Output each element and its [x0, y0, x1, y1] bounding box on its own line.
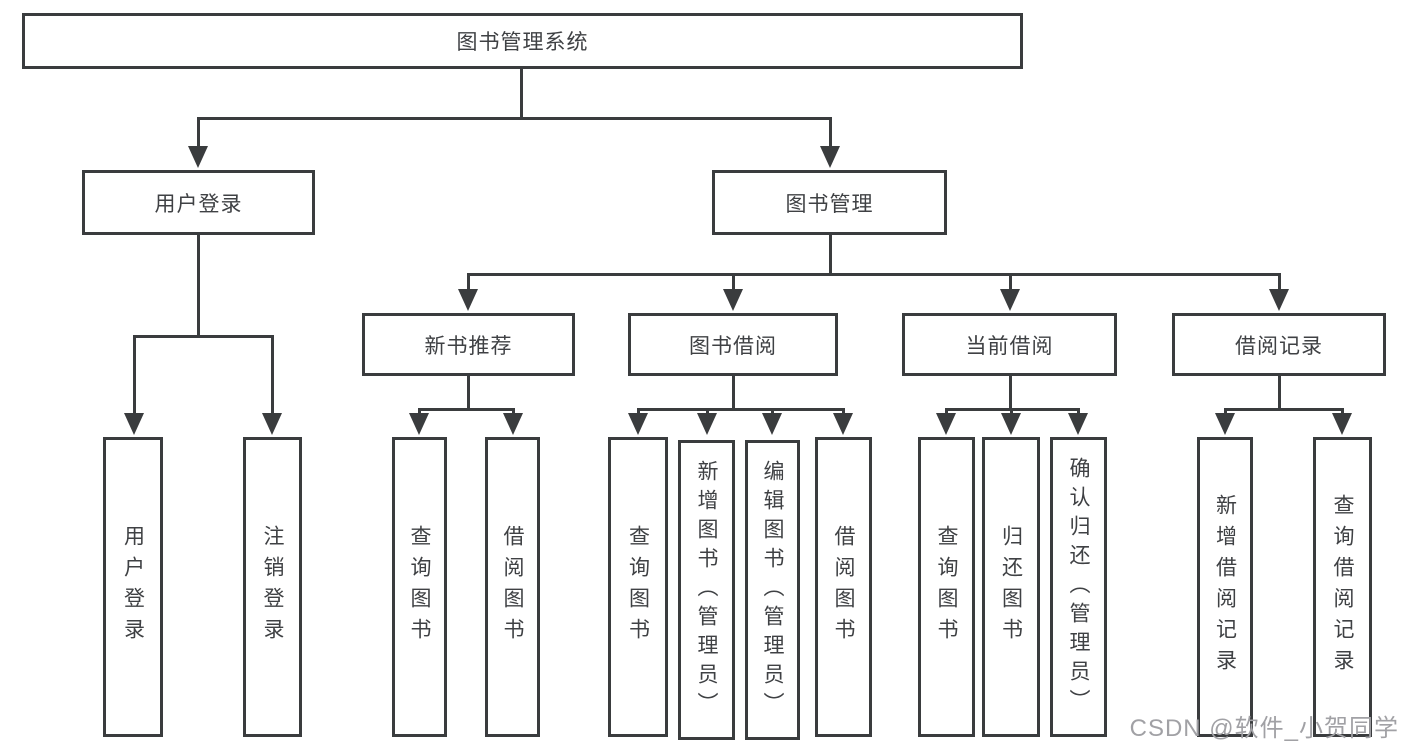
- connector-line: [133, 335, 274, 338]
- arrow-icon: [1269, 289, 1289, 311]
- connector-line: [511, 408, 515, 415]
- arrow-icon: [762, 413, 782, 435]
- connector-line: [1340, 408, 1344, 415]
- connector-line: [417, 408, 421, 415]
- connector-line: [1277, 376, 1281, 411]
- arrow-icon: [188, 146, 208, 168]
- leaf-return-books: 归还图书: [982, 437, 1040, 737]
- leaf-label: 注销登录: [261, 525, 284, 649]
- leaf-label: 确认归还（管理员）: [1067, 456, 1090, 718]
- node-user-login: 用户登录: [82, 170, 315, 235]
- connector-line: [637, 408, 844, 411]
- leaf-add-books-admin: 新增图书（管理员）: [678, 440, 735, 740]
- leaf-label: 借阅图书: [501, 525, 524, 649]
- node-book-management: 图书管理: [712, 170, 947, 235]
- leaf-label: 编辑图书（管理员）: [761, 459, 784, 721]
- watermark: CSDN @软件_小贺同学: [1129, 715, 1399, 742]
- connector-line: [1277, 273, 1281, 291]
- connector-line: [770, 408, 774, 415]
- connector-line: [1008, 376, 1012, 411]
- leaf-query-books-2: 查询图书: [608, 437, 668, 737]
- arrow-icon: [628, 413, 648, 435]
- arrow-icon: [262, 413, 282, 435]
- leaf-edit-books-admin: 编辑图书（管理员）: [745, 440, 800, 740]
- node-new-book-recommend: 新书推荐: [362, 313, 575, 376]
- leaf-label: 查询图书: [626, 525, 650, 649]
- leaf-borrow-books-1: 借阅图书: [485, 437, 540, 737]
- leaf-label: 借阅图书: [832, 525, 855, 649]
- leaf-add-borrow-record: 新增借阅记录: [1197, 437, 1253, 737]
- arrow-icon: [697, 413, 717, 435]
- leaf-query-borrow-record: 查询借阅记录: [1313, 437, 1372, 737]
- arrow-icon: [820, 146, 840, 168]
- connector-line: [1223, 408, 1227, 415]
- connector-line: [467, 273, 1281, 276]
- leaf-logout: 注销登录: [243, 437, 302, 737]
- leaf-label: 用户登录: [121, 525, 145, 649]
- node-root: 图书管理系统: [22, 13, 1023, 69]
- leaf-label: 查询借阅记录: [1331, 494, 1354, 680]
- connector-line: [731, 376, 735, 411]
- leaf-user-login: 用户登录: [103, 437, 163, 737]
- leaf-label: 查询图书: [935, 525, 958, 649]
- arrow-icon: [503, 413, 523, 435]
- connector-line: [1224, 408, 1343, 411]
- connector-line: [841, 408, 845, 415]
- connector-line: [197, 117, 831, 120]
- node-book-borrow: 图书借阅: [628, 313, 838, 376]
- connector-line: [636, 408, 640, 415]
- arrow-icon: [1068, 413, 1088, 435]
- connector-line: [828, 235, 832, 276]
- arrow-icon: [458, 289, 478, 311]
- arrow-icon: [1215, 413, 1235, 435]
- connector-line: [196, 117, 200, 148]
- connector-line: [466, 376, 470, 411]
- connector-line: [270, 335, 274, 415]
- arrow-icon: [409, 413, 429, 435]
- connector-line: [944, 408, 948, 415]
- arrow-icon: [1332, 413, 1352, 435]
- leaf-label: 新增借阅记录: [1213, 494, 1237, 680]
- connector-line: [196, 235, 200, 338]
- arrow-icon: [124, 413, 144, 435]
- arrow-icon: [723, 289, 743, 311]
- leaf-query-books-1: 查询图书: [392, 437, 447, 737]
- connector-line: [466, 273, 470, 291]
- connector-line: [1009, 408, 1013, 415]
- connector-line: [519, 68, 523, 120]
- connector-line: [1076, 408, 1080, 415]
- connector-line: [731, 273, 735, 291]
- arrow-icon: [833, 413, 853, 435]
- leaf-label: 查询图书: [408, 525, 431, 649]
- node-borrow-records: 借阅记录: [1172, 313, 1386, 376]
- arrow-icon: [936, 413, 956, 435]
- connector-line: [1008, 273, 1012, 291]
- leaf-confirm-return-admin: 确认归还（管理员）: [1050, 437, 1107, 737]
- arrow-icon: [1000, 289, 1020, 311]
- arrow-icon: [1001, 413, 1021, 435]
- node-current-borrow: 当前借阅: [902, 313, 1117, 376]
- leaf-label: 新增图书（管理员）: [695, 459, 718, 721]
- connector-line: [705, 408, 709, 415]
- connector-line: [132, 335, 136, 415]
- leaf-borrow-books-2: 借阅图书: [815, 437, 872, 737]
- leaf-query-books-3: 查询图书: [918, 437, 975, 737]
- leaf-label: 归还图书: [999, 525, 1023, 649]
- connector-line: [828, 117, 832, 148]
- connector-line: [418, 408, 514, 411]
